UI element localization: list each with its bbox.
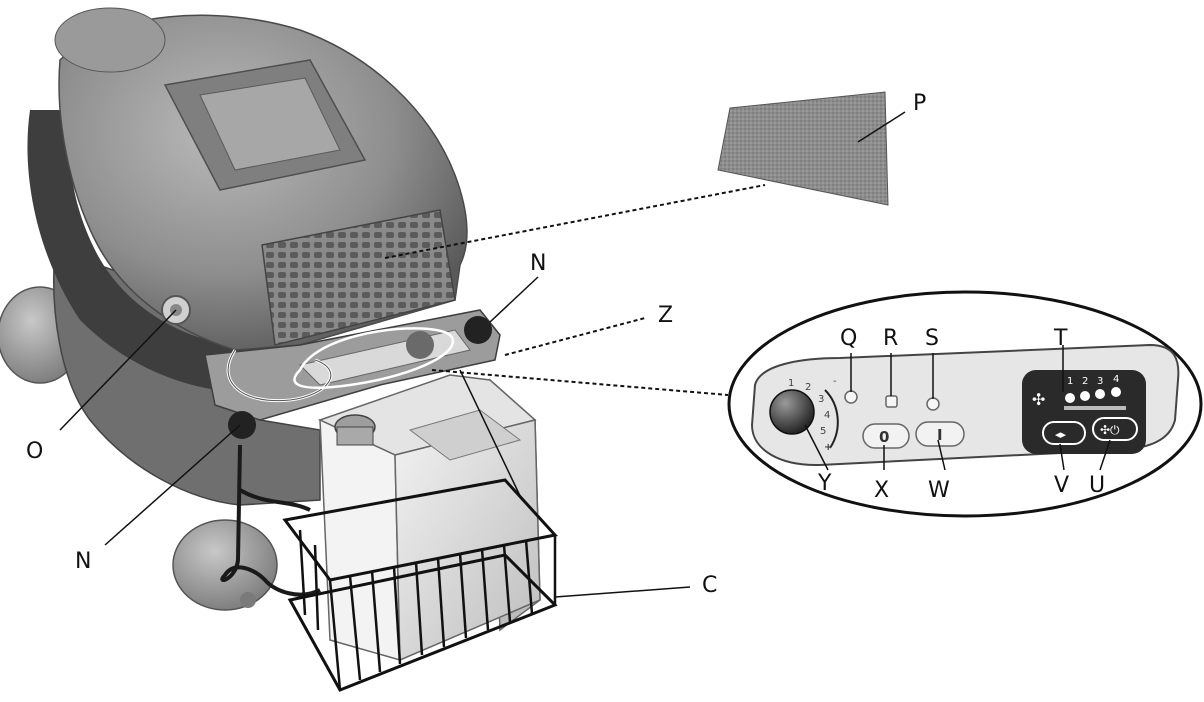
dial-number: 5 [820,426,826,437]
wheel-hub [240,592,256,608]
deck-panel-knob [406,331,434,359]
leader-v [1059,443,1065,471]
dial-number: 2 [805,382,811,393]
hood-top [54,7,166,73]
leader-u [1099,439,1111,471]
fan-icon: ✣ [1032,390,1045,409]
fan-level-number: 2 [1082,376,1088,387]
dial-number: 1 [788,378,794,389]
dial-scale-arc [824,389,839,449]
label-n-top: N [530,251,546,276]
leader-tank [459,369,523,501]
on-button-label: I [937,426,943,444]
tank-face [394,419,541,662]
dial-scale-numbers: 1 2 3 4 5 - + [788,376,837,453]
label-n-bottom: N [75,549,91,574]
wire-basket [282,478,558,692]
label-y: Y [817,471,832,496]
leader-o [59,309,177,431]
label-v: V [1054,473,1069,498]
label-r: R [883,326,898,351]
leader-lines [59,111,1111,598]
label-o: O [26,439,43,464]
fan-led [1080,391,1090,401]
panel-ring [293,327,454,389]
label-t: T [1053,326,1068,351]
tank-neck [336,426,374,446]
fan-level-number: 1 [1067,376,1073,387]
label-s: S [925,326,939,351]
outlet-left [228,411,256,439]
label-c: C [702,573,717,598]
hood-handle [199,77,341,171]
leader-c [554,586,691,598]
off-button-label: 0 [879,428,889,446]
tank-front [319,418,401,662]
dial-number: 3 [818,394,824,405]
leader-n-bottom [104,424,241,546]
off-button[interactable] [862,423,910,449]
filter-sponge [717,91,889,206]
drain-hose-2 [238,488,311,512]
leader-panel [431,369,729,396]
label-x: X [874,478,889,503]
basket-bars [298,529,557,691]
drain-hose [220,444,321,597]
fan-speed-button[interactable] [1042,421,1086,445]
control-panel-detail: 1 2 3 4 5 - + 0 I ✣ 1 2 3 4 ◂▸ [727,290,1203,518]
fan-power-icon: ✣⏻ [1100,423,1120,437]
fan-levels: 1 2 3 4 [1067,374,1119,387]
indicator-light-q [844,390,858,404]
leader-y [804,424,829,471]
hose-outline [227,349,332,402]
label-p: P [913,91,926,116]
label-z: Z [658,303,673,328]
fan-led [1111,387,1121,397]
label-q: Q [840,326,857,351]
leader-p-dashed [384,184,766,259]
callout-labels: P N Z O N C Q R S T Y X W V U [26,91,1105,598]
leader-z [504,317,646,356]
fan-power-button[interactable] [1092,417,1138,441]
outlet-right [464,316,492,344]
dial-plus: + [824,442,832,453]
leader-w [937,439,946,471]
indicator-light-r [885,395,898,408]
indicator-light-s [926,397,940,411]
label-u: U [1089,473,1105,498]
fan-led [1065,393,1075,403]
tank-handle [408,409,522,461]
machine [0,7,501,611]
fan-speed-icon: ◂▸ [1055,428,1067,441]
fan-level-number: 3 [1097,376,1103,387]
speed-dial-knob[interactable] [769,389,815,435]
leader-n-top [489,276,539,323]
air-grille [261,209,456,346]
fan-level-number: 4 [1113,374,1119,385]
leader-p [857,111,906,143]
fan-level-bars [1064,406,1126,410]
front-wheel [172,519,278,611]
bumper-band [27,110,300,392]
dial-number: 4 [824,410,830,421]
label-w: W [928,478,950,503]
dial-minus: - [833,376,837,387]
fan-led [1095,389,1105,399]
